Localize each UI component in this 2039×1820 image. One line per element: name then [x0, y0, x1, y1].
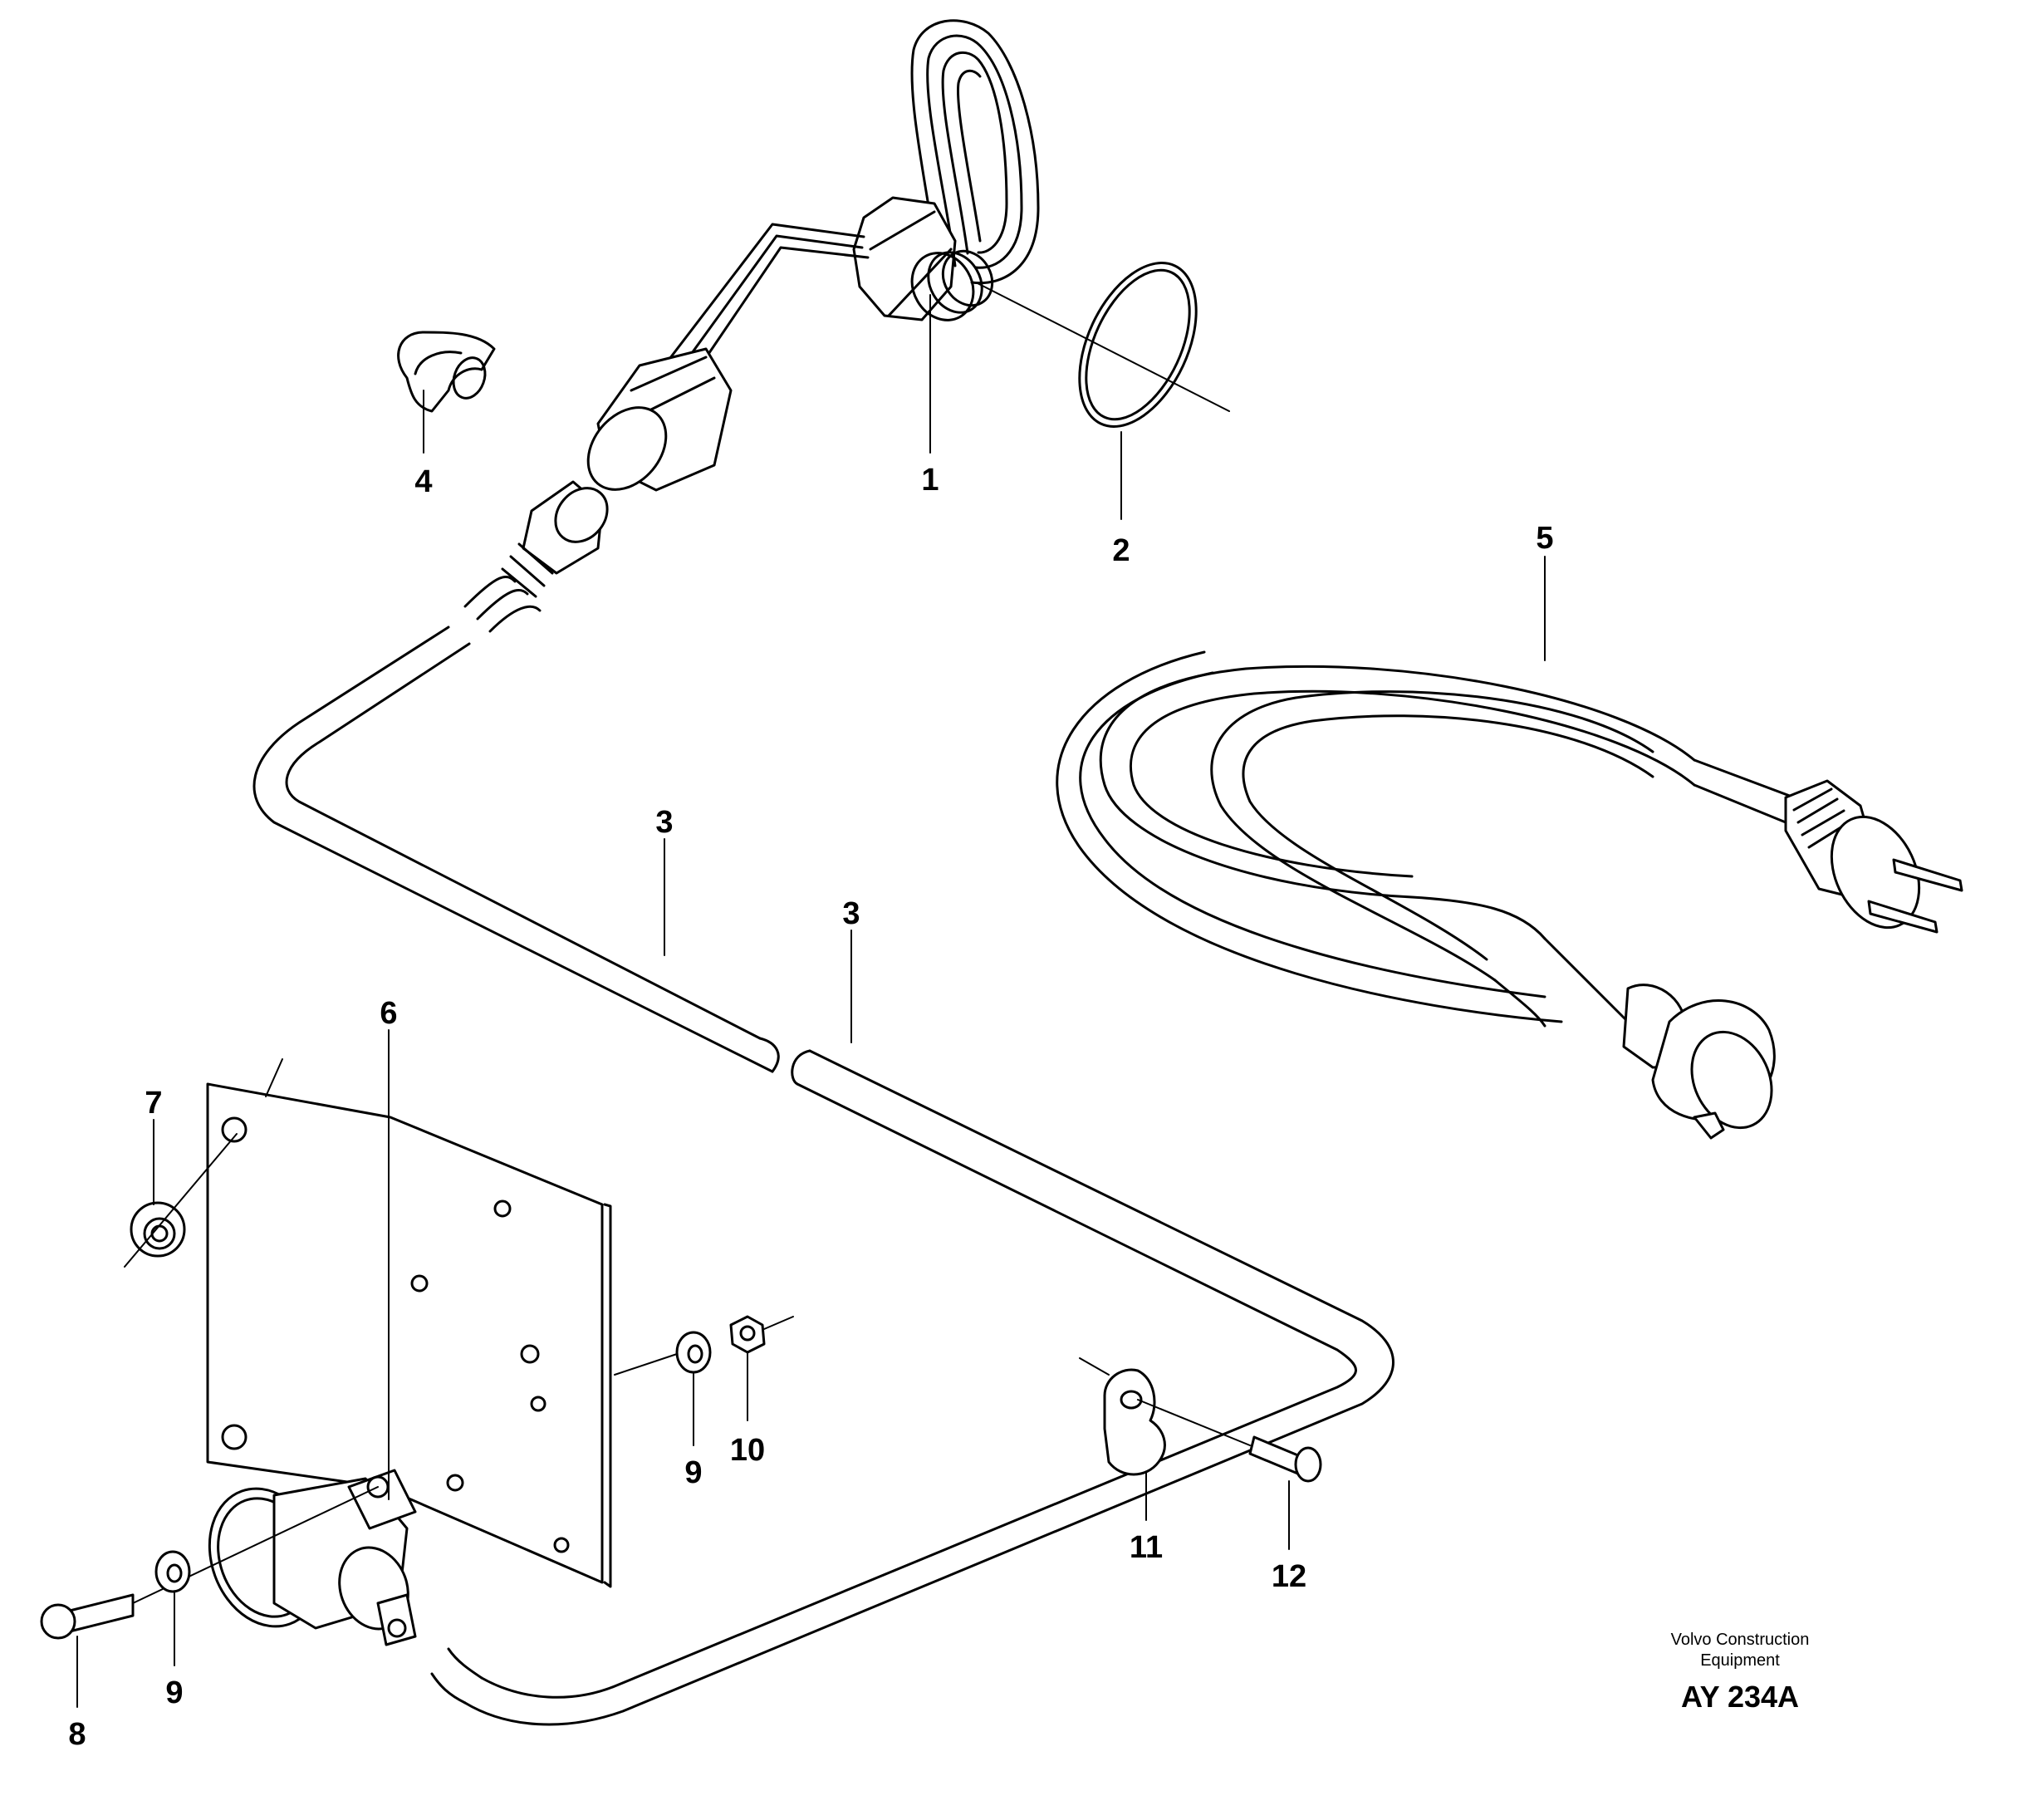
cable-clip [397, 331, 496, 413]
leader-lines [76, 294, 1546, 1708]
callout-7: 7 [145, 1086, 162, 1121]
credit-line-2: Equipment [1700, 1651, 1780, 1670]
cable-upper [252, 575, 780, 1073]
credit-line-1: Volvo Construction [1671, 1631, 1810, 1649]
screw-8 [40, 1486, 379, 1640]
callout-2: 2 [1112, 533, 1130, 568]
credit-block: Volvo Construction Equipment AY 234A [1671, 1631, 1810, 1714]
callout-4: 4 [414, 464, 432, 499]
callout-3-lower: 3 [842, 896, 860, 931]
mounting-plate [206, 1058, 612, 1588]
heater-element [501, 19, 1040, 598]
power-cord [1056, 650, 1963, 1140]
callout-8: 8 [68, 1717, 86, 1752]
callout-9-right: 9 [684, 1455, 702, 1490]
callout-11: 11 [1130, 1530, 1163, 1565]
inlet-socket [208, 1469, 417, 1646]
callout-9-left: 9 [165, 1675, 183, 1710]
o-ring [975, 262, 1230, 428]
cable-lower [430, 1049, 1394, 1726]
p-clip [1079, 1357, 1166, 1476]
drawing-code: AY 234A [1681, 1680, 1799, 1714]
nut-7 [124, 1133, 238, 1268]
callout-1: 1 [921, 463, 939, 498]
callout-6: 6 [380, 996, 397, 1031]
bolt-12 [1137, 1399, 1322, 1483]
callout-5: 5 [1536, 521, 1553, 556]
washer-9-left [154, 1550, 191, 1593]
callout-10: 10 [730, 1433, 765, 1468]
nut-10 [729, 1315, 794, 1354]
callout-labels: 1 2 3 3 4 5 6 7 8 9 9 10 11 12 [68, 463, 1553, 1752]
callout-12: 12 [1272, 1559, 1306, 1594]
washer-9-right [614, 1331, 712, 1376]
callout-3-upper: 3 [655, 805, 673, 840]
